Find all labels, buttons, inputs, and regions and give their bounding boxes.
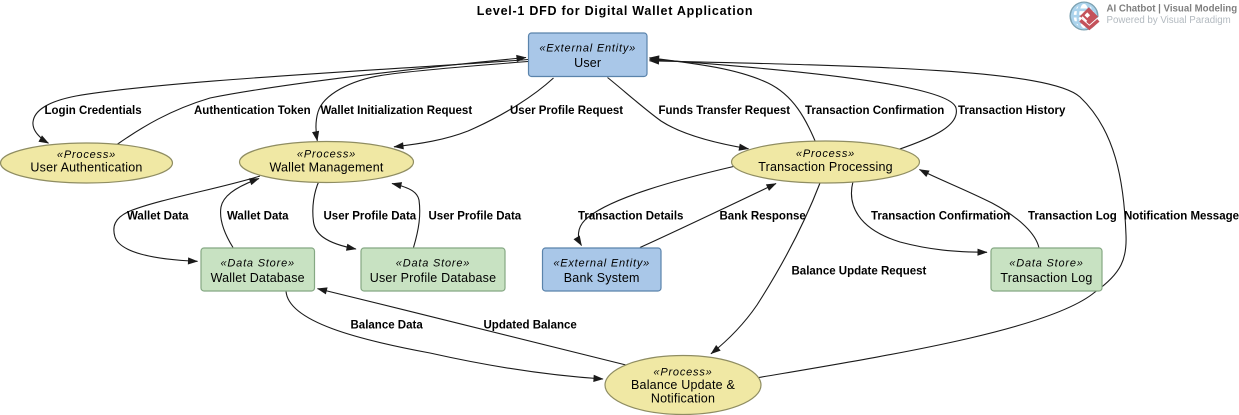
svg-text:«Process»: «Process» — [297, 149, 356, 161]
svg-text:User: User — [574, 56, 601, 70]
svg-text:Wallet Data: Wallet Data — [127, 211, 189, 223]
svg-text:«Process»: «Process» — [57, 149, 116, 161]
svg-text:«External Entity»: «External Entity» — [539, 43, 636, 55]
svg-text:Balance Update &: Balance Update & — [631, 378, 735, 392]
svg-text:Transaction Log: Transaction Log — [1028, 211, 1117, 223]
svg-text:Notification Message: Notification Message — [1124, 211, 1239, 223]
svg-text:Balance Update Request: Balance Update Request — [792, 266, 927, 278]
svg-text:Transaction Processing: Transaction Processing — [758, 160, 893, 174]
svg-text:Notification: Notification — [651, 392, 715, 406]
svg-text:Transaction History: Transaction History — [958, 105, 1066, 117]
svg-text:«Data Store»: «Data Store» — [220, 258, 294, 270]
svg-text:Bank System: Bank System — [564, 271, 640, 285]
svg-text:Funds Transfer Request: Funds Transfer Request — [659, 105, 791, 117]
svg-text:Updated Balance: Updated Balance — [484, 320, 577, 332]
svg-text:Authentication Token: Authentication Token — [194, 105, 311, 117]
svg-text:User Profile Database: User Profile Database — [370, 271, 496, 285]
svg-text:Transaction Details: Transaction Details — [578, 211, 683, 223]
svg-text:Transaction Confirmation: Transaction Confirmation — [805, 105, 944, 117]
svg-text:«Data Store»: «Data Store» — [396, 258, 470, 270]
svg-text:User Profile Data: User Profile Data — [429, 211, 522, 223]
svg-text:Level-1 DFD for Digital Wallet: Level-1 DFD for Digital Wallet Applicati… — [477, 4, 753, 18]
svg-text:«Process»: «Process» — [653, 367, 712, 379]
svg-text:Balance Data: Balance Data — [351, 320, 424, 332]
svg-text:Powered by Visual Paradigm: Powered by Visual Paradigm — [1107, 15, 1231, 26]
svg-text:«Data Store»: «Data Store» — [1009, 258, 1083, 270]
svg-text:«External Entity»: «External Entity» — [553, 258, 650, 270]
svg-text:Transaction Log: Transaction Log — [1000, 271, 1092, 285]
svg-text:User Profile Data: User Profile Data — [324, 211, 417, 223]
svg-text:Wallet Management: Wallet Management — [269, 161, 383, 175]
svg-text:Login Credentials: Login Credentials — [45, 105, 142, 117]
svg-text:«Process»: «Process» — [796, 148, 855, 160]
svg-text:Wallet Database: Wallet Database — [211, 271, 305, 285]
svg-text:Transaction Confirmation: Transaction Confirmation — [871, 211, 1010, 223]
svg-text:Bank Response: Bank Response — [720, 211, 806, 223]
svg-text:Wallet Initialization Request: Wallet Initialization Request — [321, 105, 473, 117]
svg-text:AI Chatbot | Visual Modeling: AI Chatbot | Visual Modeling — [1107, 4, 1238, 15]
svg-text:User Profile Request: User Profile Request — [510, 105, 623, 117]
svg-text:Wallet Data: Wallet Data — [227, 211, 289, 223]
svg-text:User Authentication: User Authentication — [30, 161, 142, 175]
